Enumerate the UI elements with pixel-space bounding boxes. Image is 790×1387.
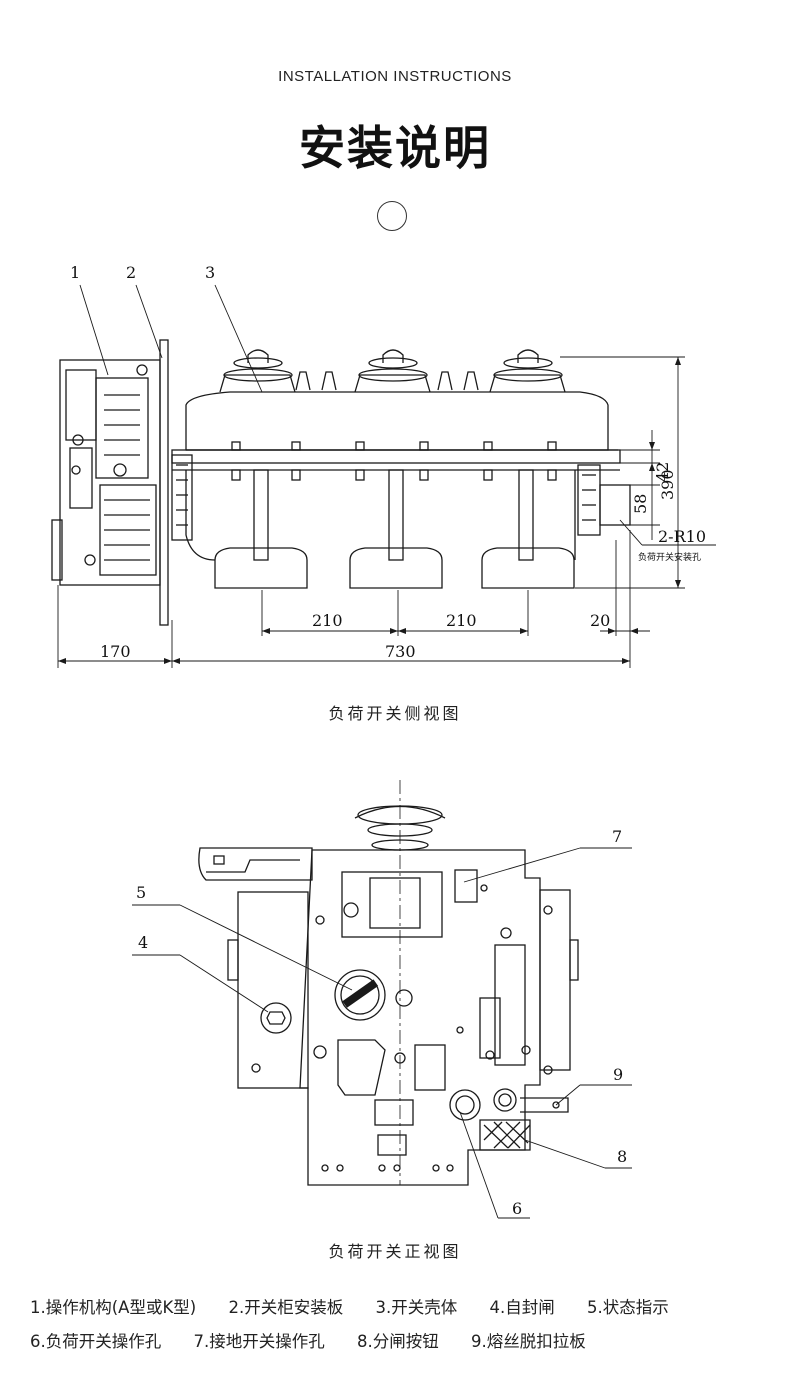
legend-item: 6.负荷开关操作孔: [30, 1332, 162, 1351]
callout-9: 9: [613, 1065, 623, 1084]
side-view-drawing: 1 2 3 210 210 20 170 730 42 58 390 2-R10…: [51, 263, 716, 668]
legend-item: 2.开关柜安装板: [228, 1298, 344, 1317]
dim-210-left: 210: [312, 611, 343, 630]
callout-5: 5: [136, 883, 146, 902]
page-title: 安装说明: [299, 121, 491, 175]
front-view-caption: 负荷开关正视图: [328, 1242, 462, 1261]
legend-item: 3.开关壳体: [375, 1298, 458, 1317]
legend-item: 9.熔丝脱扣拉板: [471, 1332, 586, 1351]
section-subtitle: INSTALLATION INSTRUCTIONS: [278, 68, 512, 85]
radius-note: 2-R10: [658, 527, 706, 546]
legend-item: 1.操作机构(A型或K型): [30, 1298, 197, 1317]
legend-row-1: 1.操作机构(A型或K型) 2.开关柜安装板 3.开关壳体 4.自封闸 5.状态…: [30, 1294, 780, 1318]
callout-3: 3: [205, 263, 215, 282]
side-view-caption: 负荷开关侧视图: [328, 704, 462, 723]
dim-58: 58: [631, 494, 650, 514]
callout-6: 6: [512, 1199, 522, 1218]
legend-item: 8.分闸按钮: [357, 1332, 439, 1351]
dim-20: 20: [590, 611, 610, 630]
legend-item: 4.自封闸: [489, 1298, 555, 1317]
dim-730: 730: [385, 642, 416, 661]
mounting-hole-note: 负荷开关安装孔: [638, 551, 701, 563]
callout-8: 8: [617, 1147, 627, 1166]
dim-390: 390: [658, 469, 677, 500]
dim-210-right: 210: [446, 611, 477, 630]
legend-row-2: 6.负荷开关操作孔 7.接地开关操作孔 8.分闸按钮 9.熔丝脱扣拉板: [30, 1328, 780, 1352]
dim-170: 170: [100, 642, 131, 661]
legend-item: 5.状态指示: [586, 1298, 669, 1317]
callout-4: 4: [138, 933, 148, 952]
front-view-drawing: 4 5 6 7 8 9: [132, 780, 632, 1219]
legend-item: 7.接地开关操作孔: [193, 1332, 325, 1351]
callout-1: 1: [70, 263, 80, 282]
decorative-circle: [377, 201, 407, 231]
dim-42: 42: [653, 462, 672, 482]
callout-7: 7: [612, 827, 622, 846]
callout-2: 2: [126, 263, 136, 282]
